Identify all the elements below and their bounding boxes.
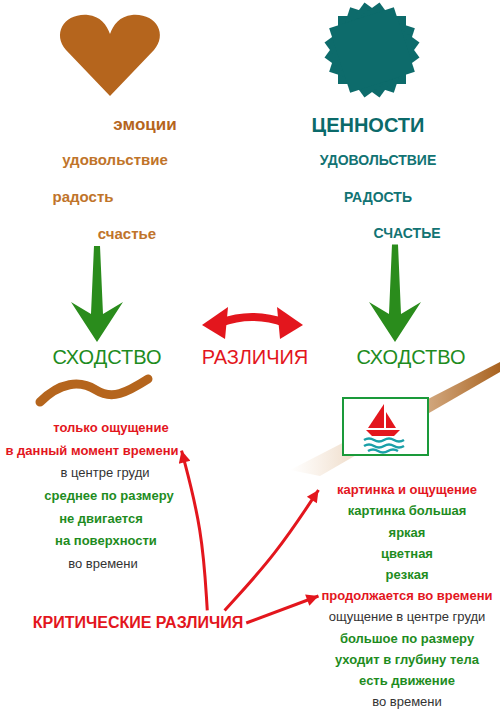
water-wave: [368, 450, 398, 453]
item-text: уходит в глубину тела: [335, 652, 479, 668]
item-text: счастье: [98, 225, 156, 243]
item-text: СХОДСТВО: [53, 345, 162, 369]
water-wave: [364, 439, 404, 442]
item-text: во времени: [68, 556, 138, 572]
item-text: большое по размеру: [340, 631, 474, 647]
emotion-traits-list: только ощущение в данный момент времени в …: [2, 417, 181, 574]
heart-icon: [60, 15, 160, 96]
item-text: на поверхности: [55, 533, 157, 549]
item-text: есть движение: [359, 673, 455, 689]
item-text: картинка большая: [348, 503, 467, 519]
item-text: в данный момент времени: [5, 443, 178, 459]
item-text: яркая: [389, 525, 426, 541]
item-text: продолжается во времени: [321, 588, 492, 604]
critical-differences-label: КРИТИЧЕСКИЕ РАЗЛИЧИЯ: [30, 610, 246, 635]
item-text: СЧАСТЬЕ: [373, 225, 440, 242]
double-arrow: [202, 307, 303, 339]
picture-frame: [343, 398, 428, 455]
sail: [368, 404, 384, 428]
boat-hull: [366, 430, 400, 436]
picture-icon: [343, 398, 428, 455]
item-text: радость: [53, 188, 114, 206]
heading-text: ЦЕННОСТИ: [312, 113, 425, 137]
double-arrow-shaft: [220, 317, 285, 323]
double-arrow-head: [202, 307, 228, 339]
arrow-connector: [182, 451, 208, 611]
similarity-label: СХОДСТВО: [354, 342, 469, 372]
emotions-group: эмоции удовольствие радость счастье: [50, 112, 180, 246]
arrow-connector: [246, 596, 318, 623]
item-text: УДОВОЛЬСТВИЕ: [320, 152, 437, 169]
item-text: картинка и ощущение: [337, 482, 477, 498]
badge-part: [329, 7, 415, 93]
block-arrow: [71, 246, 123, 342]
differences-label: РАЗЛИЧИЯ: [202, 345, 309, 369]
similarity-label: СХОДСТВО: [50, 342, 165, 372]
badge-part: [325, 3, 420, 98]
value-traits-list: картинка и ощущение картинка большая яркая…: [318, 479, 495, 713]
item-text: не двигается: [59, 511, 143, 527]
light-beam: [290, 362, 500, 476]
badge-icon: [325, 3, 420, 98]
badge-part: [325, 3, 420, 98]
heading-text: эмоции: [113, 115, 176, 135]
item-text: цветная: [381, 546, 433, 562]
arrow-connector: [225, 490, 319, 610]
block-arrow: [369, 244, 421, 342]
item-text: среднее по размеру: [44, 488, 173, 504]
item-text: КРИТИЧЕСКИЕ РАЗЛИЧИЯ: [33, 613, 243, 632]
item-text: удовольствие: [62, 151, 168, 169]
item-text: во времени: [372, 694, 442, 710]
wave-line: [40, 379, 148, 402]
double-arrow-head: [277, 307, 303, 339]
badge-part: [329, 7, 415, 93]
sail: [386, 412, 396, 428]
item-text: СХОДСТВО: [357, 345, 466, 369]
item-text: в центре груди: [60, 465, 149, 481]
water-wave: [364, 445, 404, 448]
values-group: ЦЕННОСТИ УДОВОЛЬСТВИЕ РАДОСТЬ СЧАСТЬЕ: [309, 110, 444, 244]
item-text: РАДОСТЬ: [344, 189, 412, 206]
item-text: ощущение в центре груди: [329, 609, 486, 625]
item-text: только ощущение: [53, 420, 168, 436]
item-text: резкая: [386, 567, 429, 583]
